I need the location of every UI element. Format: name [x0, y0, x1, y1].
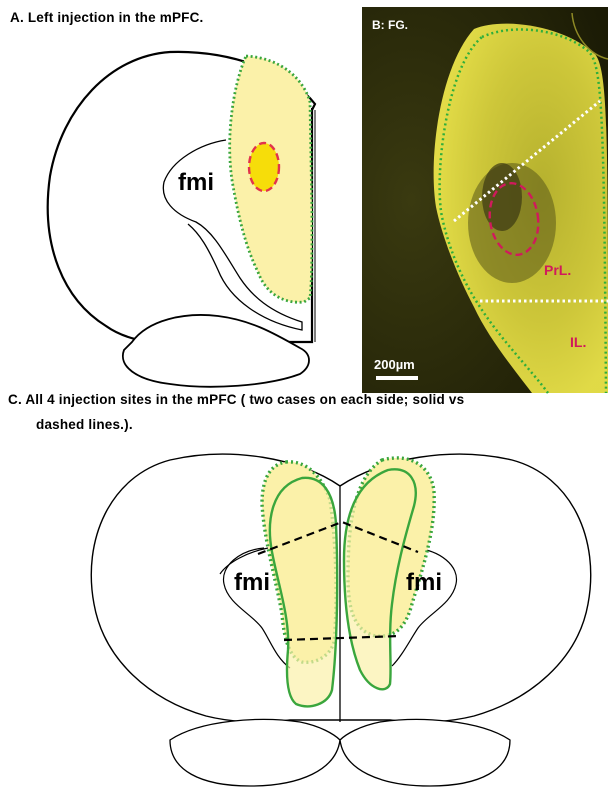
panel-c-ventral-left	[170, 719, 340, 786]
panel-c-fmi-label-right: fmi	[406, 569, 442, 596]
panel-c-ventral-right	[340, 719, 510, 786]
panel-c-fmi-label-left: fmi	[234, 569, 270, 596]
panel-c-brain-outline	[91, 454, 590, 722]
